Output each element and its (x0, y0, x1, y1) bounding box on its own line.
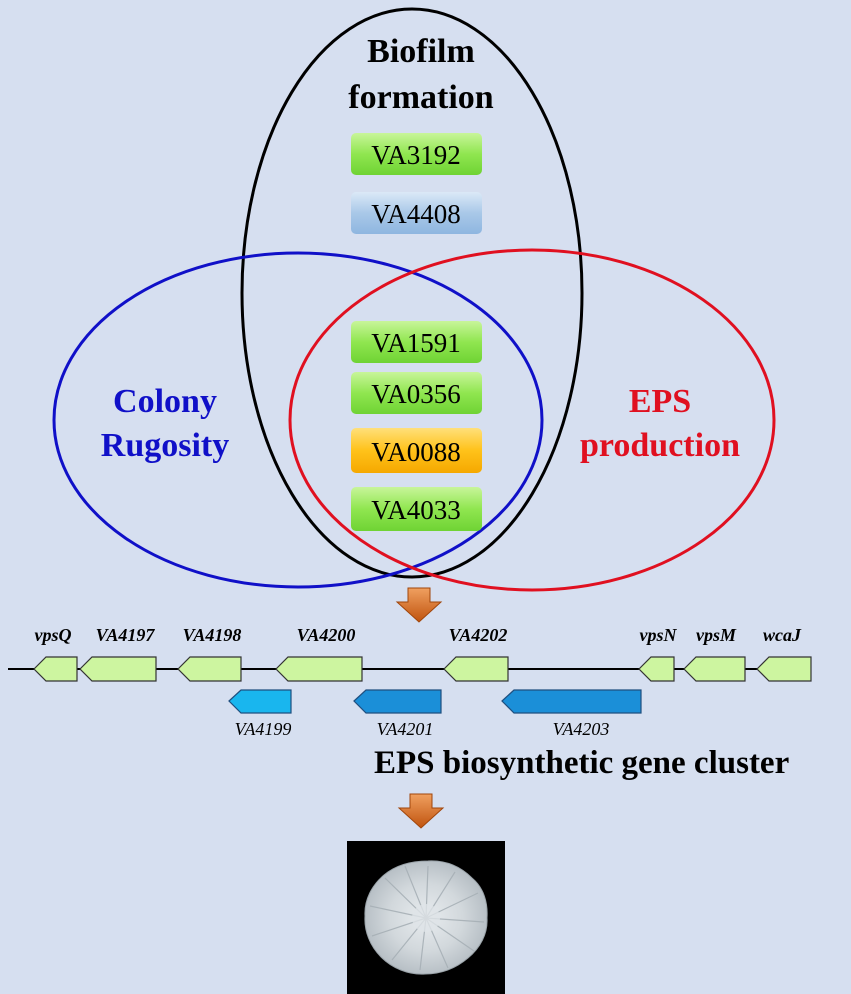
gene-box-va4033: VA4033 (351, 487, 482, 531)
gene-box-label: VA4408 (371, 199, 461, 229)
gene-label-wcaj: wcaJ (763, 625, 802, 645)
gene-cluster-bottom-genes (228, 689, 642, 714)
biofilm-label-line1: Biofilm (367, 33, 475, 70)
gene-box-va4408: VA4408 (351, 192, 482, 234)
gene-arrow-vpsm (683, 656, 746, 682)
gene-cluster-top-genes (33, 656, 812, 682)
gene-box-va0356: VA0356 (351, 372, 482, 414)
gene-label-va4197: VA4197 (96, 625, 156, 645)
gene-box-label: VA0088 (371, 437, 461, 467)
rugosity-label-line2: Rugosity (101, 427, 229, 464)
gene-label-va4202: VA4202 (449, 625, 508, 645)
gene-label-va4199: VA4199 (235, 719, 292, 739)
down-arrow-icon (395, 587, 443, 623)
gene-box-va3192: VA3192 (351, 133, 482, 175)
eps-ellipse (288, 248, 776, 592)
gene-label-vpsm: vpsM (696, 625, 737, 645)
gene-box-va1591: VA1591 (351, 321, 482, 363)
rugosity-ellipse (52, 251, 544, 589)
gene-box-label: VA0356 (371, 379, 461, 409)
gene-box-label: VA4033 (371, 495, 461, 525)
rugosity-label-line1: Colony (113, 383, 217, 420)
biofilm-label-line2: formation (348, 79, 494, 116)
gene-label-va4201: VA4201 (377, 719, 434, 739)
gene-arrow-va4197 (79, 656, 157, 682)
gene-arrow-va4203 (501, 689, 642, 714)
gene-label-vpsq: vpsQ (35, 625, 72, 645)
gene-arrow-va4202 (443, 656, 509, 682)
gene-box-label: VA3192 (371, 140, 461, 170)
gene-box-va0088: VA0088 (351, 428, 482, 473)
gene-label-vpsn: vpsN (640, 625, 678, 645)
gene-arrow-va4200 (275, 656, 363, 682)
eps-label-line1: EPS (629, 383, 691, 420)
gene-box-label: VA1591 (371, 328, 461, 358)
down-arrow-icon (397, 793, 445, 829)
gene-label-va4200: VA4200 (297, 625, 356, 645)
gene-arrow-va4198 (177, 656, 242, 682)
gene-label-va4203: VA4203 (553, 719, 610, 739)
gene-arrow-vpsn (638, 656, 675, 682)
gene-arrow-vpsq (33, 656, 78, 682)
gene-arrow-va4201 (353, 689, 442, 714)
biofilm-ellipse (240, 7, 584, 579)
eps-label-line2: production (580, 427, 740, 464)
gene-cluster-title: EPS biosynthetic gene cluster (374, 745, 789, 781)
colony-photo (347, 841, 505, 994)
gene-arrow-wcaj (756, 656, 812, 682)
gene-arrow-va4199 (228, 689, 292, 714)
gene-label-va4198: VA4198 (183, 625, 242, 645)
